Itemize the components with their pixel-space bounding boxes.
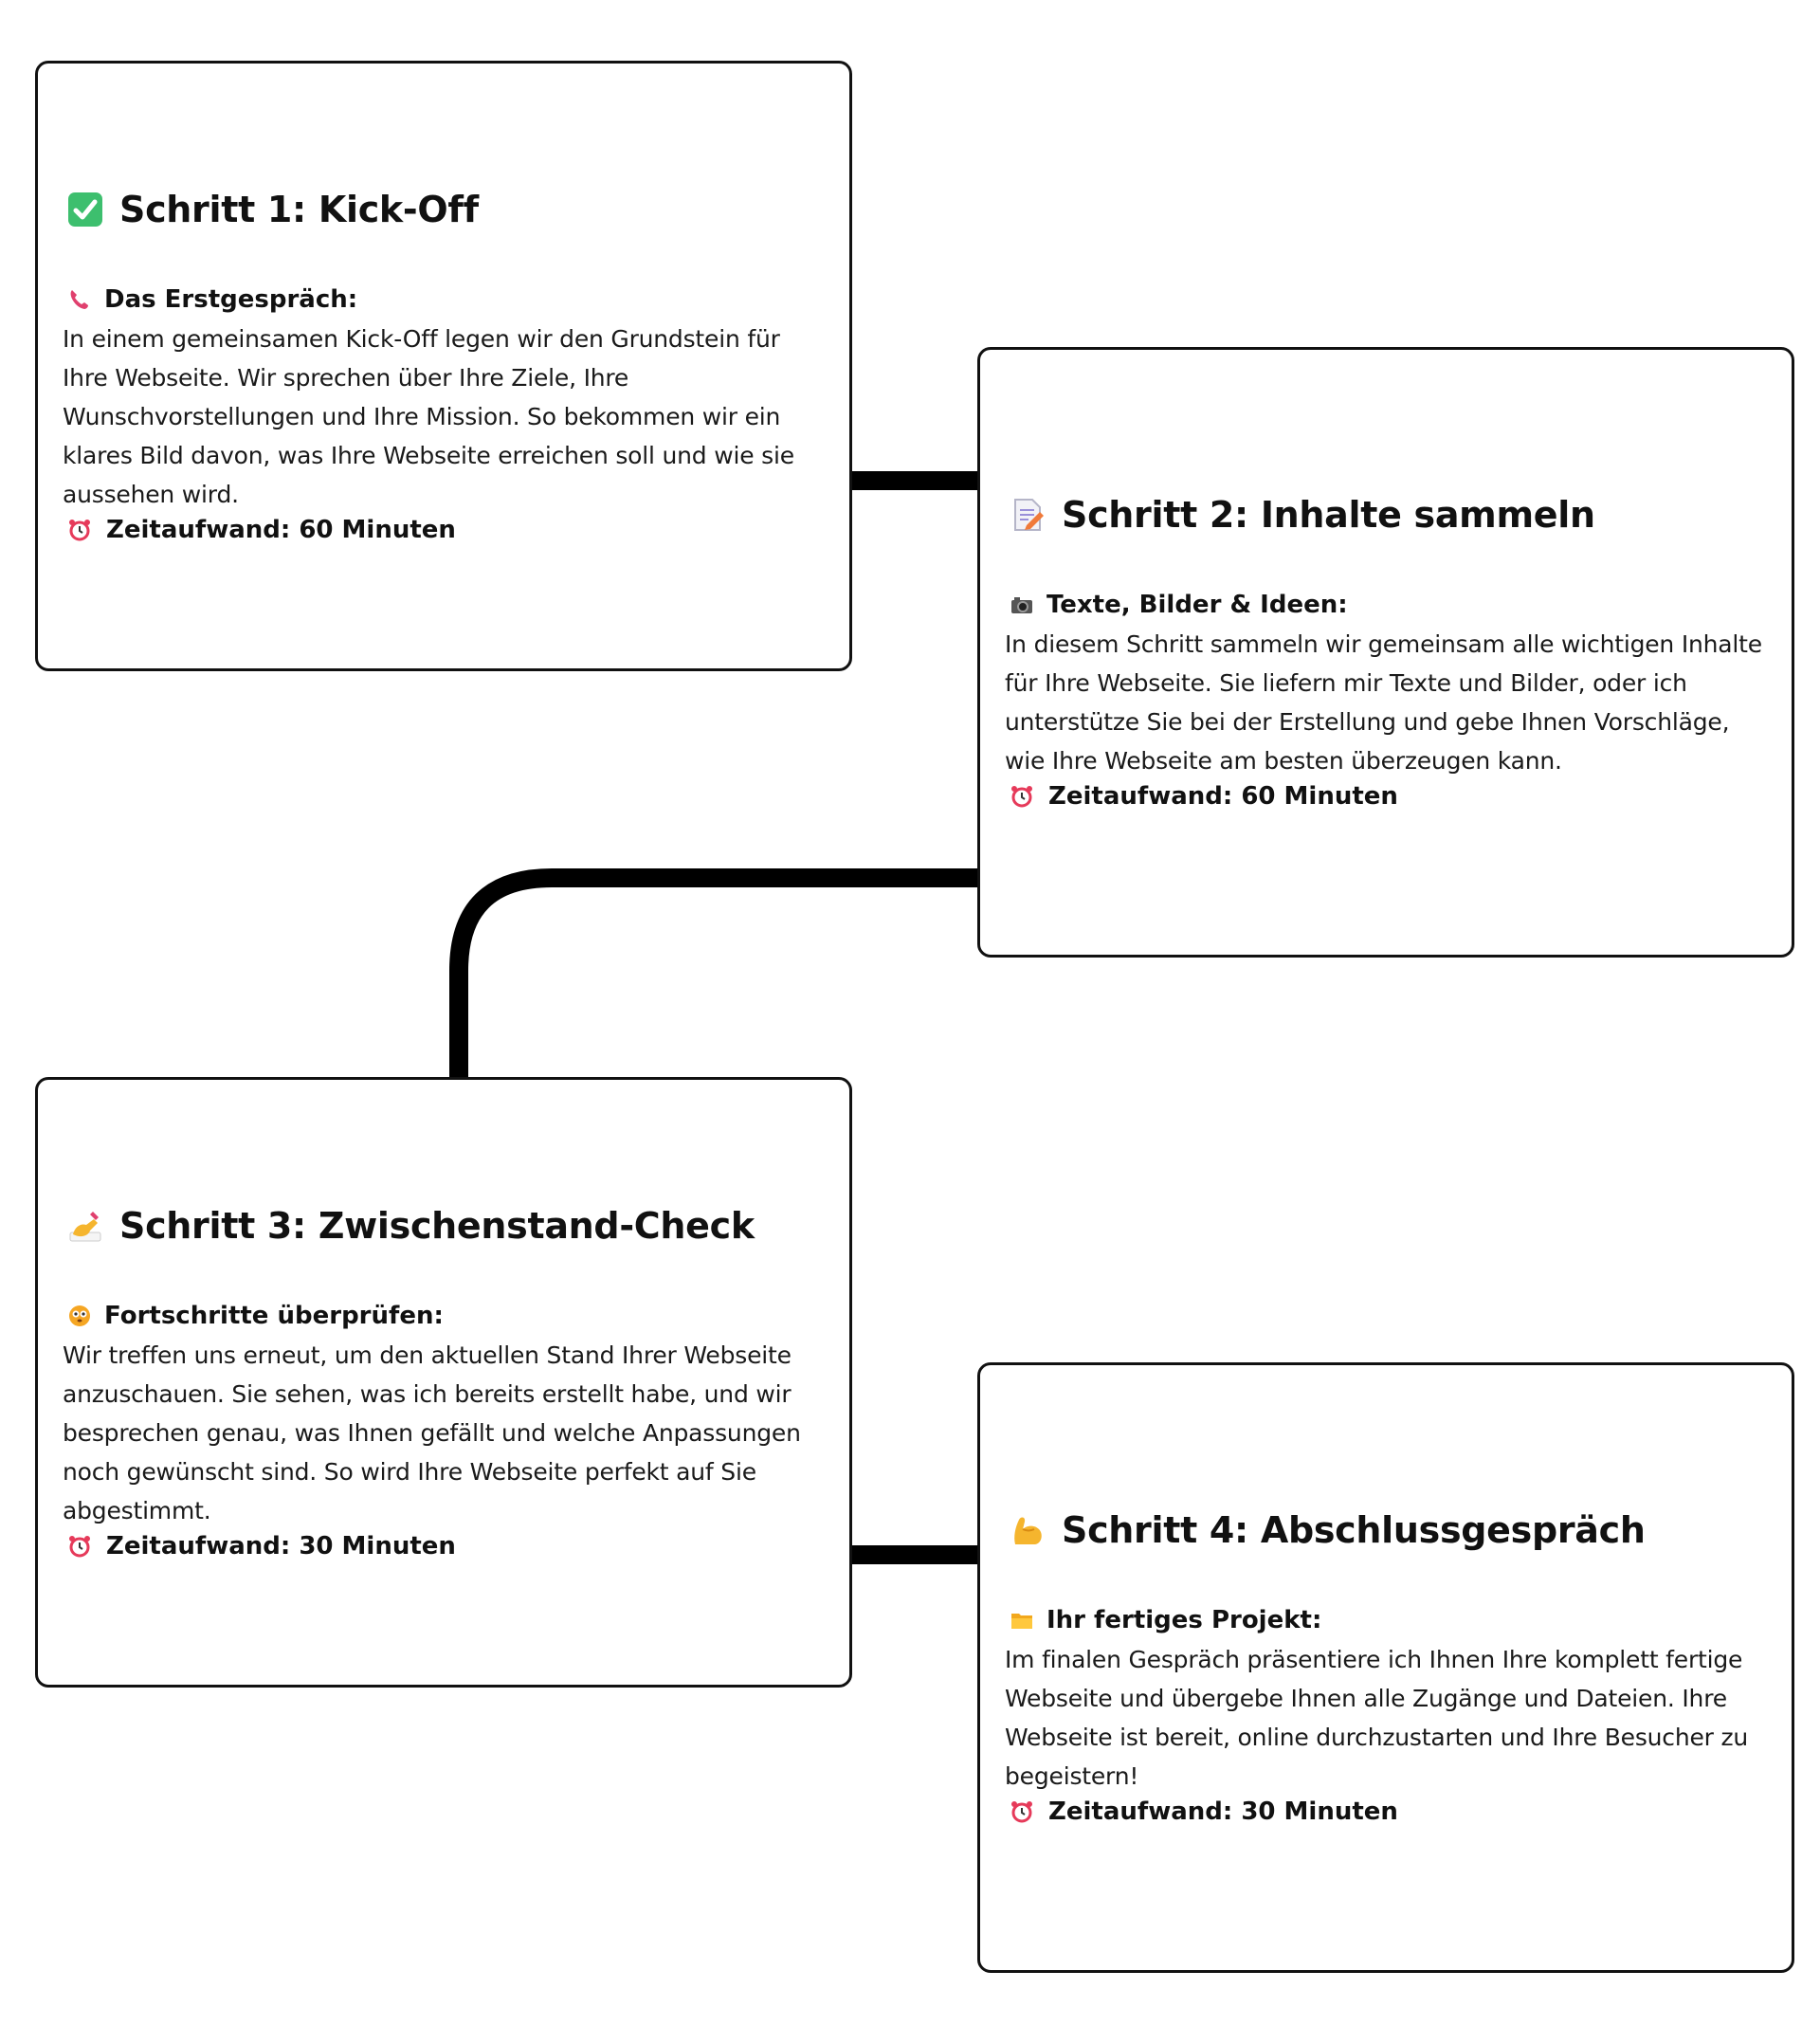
step-duration: Zeitaufwand: 30 Minuten xyxy=(1048,1798,1398,1826)
step-subtitle: Fortschritte überprüfen: xyxy=(104,1301,444,1330)
step-card-3: Schritt 3: Zwischenstand-Check Fortschri… xyxy=(35,1077,852,1688)
check-mark-icon xyxy=(66,191,104,228)
step-subtitle: Ihr fertiges Projekt: xyxy=(1046,1606,1322,1634)
memo-icon xyxy=(1009,496,1046,534)
step-subtitle: Das Erstgespräch: xyxy=(104,284,358,314)
step-description: Wir treffen uns erneut, um den aktuellen… xyxy=(63,1341,801,1524)
step-card-1: Schritt 1: Kick-Off Das Erstgespräch: In… xyxy=(35,61,852,671)
connector-step2-step3 xyxy=(449,868,977,1077)
step-description: In einem gemeinsamen Kick-Off legen wir … xyxy=(63,324,794,508)
camera-icon xyxy=(1009,592,1035,618)
step-card-4: Schritt 4: Abschlussgespräch Ihr fertige… xyxy=(977,1362,1794,1973)
step-card-2: Schritt 2: Inhalte sammeln Texte, Bilder… xyxy=(977,347,1794,958)
step-title: Schritt 4: Abschlussgespräch xyxy=(1062,1509,1646,1551)
step-description: Im finalen Gespräch präsentiere ich Ihne… xyxy=(1005,1646,1749,1790)
flushed-face-icon xyxy=(66,1303,93,1329)
writing-hand-icon xyxy=(66,1207,104,1245)
step-description: In diesem Schritt sammeln wir gemeinsam … xyxy=(1005,630,1762,775)
step-title: Schritt 3: Zwischenstand-Check xyxy=(119,1204,755,1247)
step-duration: Zeitaufwand: 60 Minuten xyxy=(106,515,456,544)
step-duration: Zeitaufwand: 30 Minuten xyxy=(106,1531,456,1560)
step-title: Schritt 2: Inhalte sammeln xyxy=(1062,494,1595,536)
step-subtitle: Texte, Bilder & Ideen: xyxy=(1046,591,1348,619)
flexed-biceps-icon xyxy=(1009,1511,1046,1549)
alarm-clock-icon xyxy=(66,517,93,543)
alarm-clock-icon xyxy=(1009,1798,1035,1825)
alarm-clock-icon xyxy=(1009,783,1035,810)
telephone-icon xyxy=(66,286,93,313)
step-duration: Zeitaufwand: 60 Minuten xyxy=(1048,782,1398,811)
step-title: Schritt 1: Kick-Off xyxy=(119,188,479,230)
folder-icon xyxy=(1009,1607,1035,1633)
alarm-clock-icon xyxy=(66,1533,93,1560)
